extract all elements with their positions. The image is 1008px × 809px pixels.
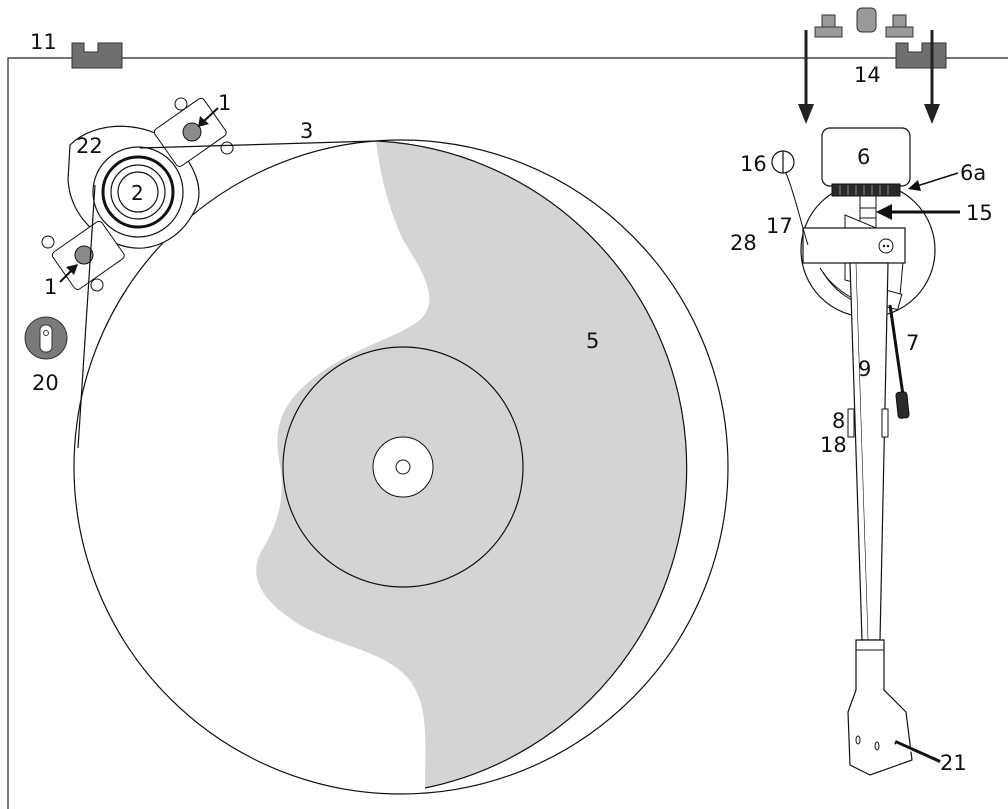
label-7: 7	[906, 331, 919, 355]
drive-belt-lower	[77, 184, 96, 449]
foot-left	[71, 42, 123, 69]
label-9: 9	[858, 357, 871, 381]
label-14: 14	[854, 63, 881, 87]
drive-belt	[139, 140, 377, 149]
label-1-lower: 1	[44, 275, 57, 299]
arm-clamp-right	[881, 408, 889, 438]
tonearm-tube	[849, 262, 889, 641]
label-18: 18	[820, 433, 847, 457]
label-28: 28	[730, 231, 757, 255]
headshell	[847, 639, 913, 776]
counterweight-ring	[831, 183, 901, 197]
platter-mat	[256, 141, 687, 788]
finger-lift	[894, 740, 941, 764]
label-17: 17	[766, 214, 793, 238]
record-label-area	[282, 346, 524, 588]
label-21: 21	[940, 751, 967, 775]
label-3: 3	[300, 119, 313, 143]
motor-pulley	[92, 146, 184, 238]
label-6: 6	[857, 145, 870, 169]
arrow-15	[876, 204, 960, 220]
spindle	[395, 459, 411, 475]
motor-screw-lower	[74, 245, 94, 265]
label-11: 11	[30, 30, 57, 54]
arrow-6a	[908, 172, 959, 191]
foot-right	[895, 42, 947, 69]
label-15: 15	[966, 201, 993, 225]
label-6a: 6a	[960, 161, 986, 185]
arrow-screw-lower	[59, 264, 78, 283]
foot-parts	[814, 7, 914, 38]
arm-lift-lever	[888, 304, 905, 396]
plinth-outline	[7, 57, 1008, 809]
arrows-down	[798, 30, 940, 124]
bearing-pivot	[878, 238, 894, 254]
label-5: 5	[586, 329, 599, 353]
arm-clamp-left	[847, 408, 855, 438]
label-16: 16	[740, 152, 767, 176]
label-1-upper: 1	[218, 91, 231, 115]
label-2: 2	[131, 181, 144, 205]
label-20: 20	[32, 371, 59, 395]
arrow-screw-upper	[198, 107, 219, 127]
motor-screw-upper	[182, 122, 202, 142]
arm-lift-handle	[895, 391, 910, 419]
label-22: 22	[76, 134, 103, 158]
antiskate-thread	[785, 172, 809, 246]
platter-edge	[375, 140, 688, 789]
label-8: 8	[832, 409, 845, 433]
power-switch-toggle	[39, 324, 53, 353]
